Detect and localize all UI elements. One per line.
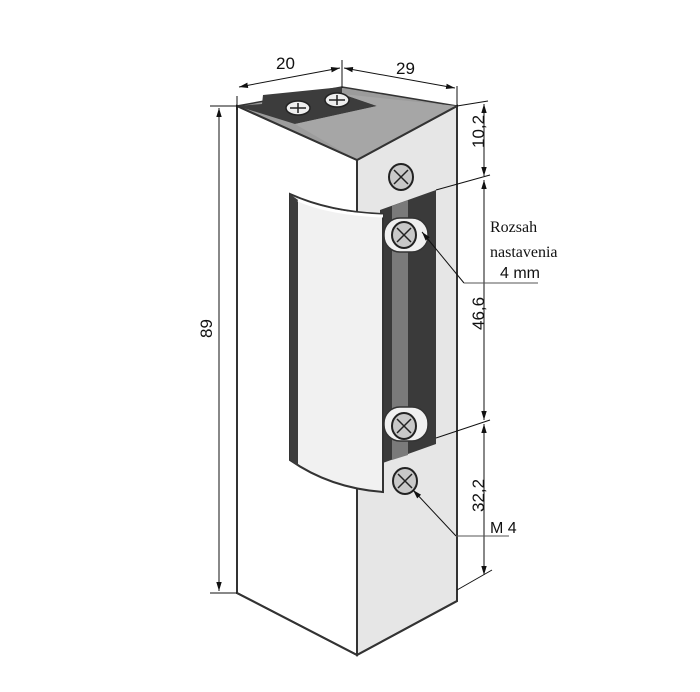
- side-screw-top-icon: [388, 163, 414, 191]
- dim-label-latch-length: 46,6: [469, 297, 488, 330]
- latch-plate-edge: [290, 194, 298, 466]
- side-screw-adjust-upper-icon: [391, 221, 417, 249]
- m4-leader: [412, 489, 457, 537]
- screw-thread-label: M 4: [490, 520, 517, 537]
- adjust-label-value: 4 mm: [500, 265, 540, 282]
- dim-line-20: [238, 67, 341, 88]
- dim-label-top-offset: 10,2: [469, 115, 488, 148]
- top-screw-left-icon: [285, 100, 311, 116]
- dim-label-width: 20: [276, 54, 295, 73]
- dim-label-bottom-offset: 32,2: [469, 479, 488, 512]
- top-screw-right-icon: [324, 92, 350, 108]
- dim-label-depth: 29: [396, 59, 415, 78]
- side-screw-bottom-icon: [392, 467, 418, 495]
- dim-label-height: 89: [197, 319, 216, 338]
- latch-plate: [289, 192, 384, 494]
- latch-slot-inner: [392, 200, 408, 460]
- adjust-label-line2: nastavenia: [490, 244, 558, 261]
- top-face-lighter: [295, 94, 457, 160]
- adjust-leader: [421, 231, 465, 284]
- adjust-label-line1: Rozsah: [490, 219, 537, 236]
- dim-line-29: [343, 66, 456, 90]
- side-screw-adjust-lower-icon: [391, 412, 417, 440]
